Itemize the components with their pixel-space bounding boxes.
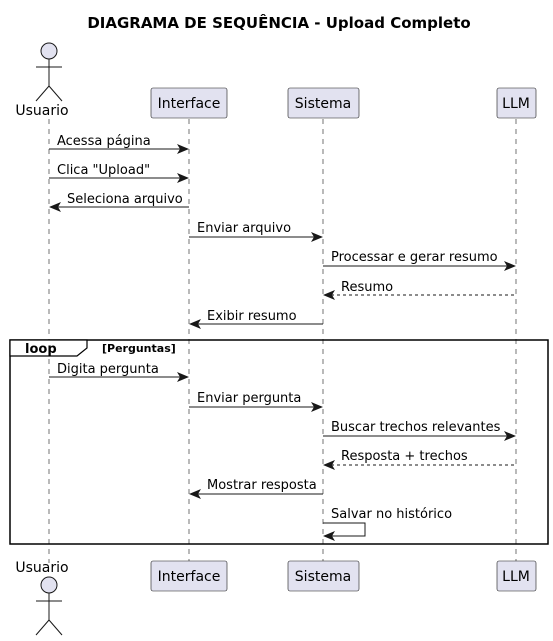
arrowhead-right-icon — [177, 144, 189, 154]
arrowhead-right-icon — [311, 402, 323, 412]
message-label: Resumo — [341, 280, 393, 295]
loop-fragment: loop [Perguntas] — [9, 339, 549, 545]
participant-box — [150, 87, 228, 119]
message: Acessa página — [49, 134, 189, 154]
message: Enviar arquivo — [189, 221, 323, 242]
arrowhead-left-icon — [189, 319, 201, 329]
arrowhead-left-icon — [49, 202, 61, 212]
loop-frame — [9, 339, 549, 545]
participant-llm-top: LLM — [496, 87, 537, 119]
arrowhead-right-icon — [177, 372, 189, 382]
actor-label-usuario: Usuario — [15, 560, 68, 576]
message-label: Exibir resumo — [207, 309, 297, 324]
message-label: Processar e gerar resumo — [331, 250, 498, 265]
message-label: Digita pergunta — [57, 362, 159, 377]
arrowhead-right-icon — [504, 261, 516, 271]
arrowhead-right-icon — [177, 173, 189, 183]
arrowhead-right-icon — [311, 232, 323, 242]
self-message: Salvar no histórico — [323, 507, 452, 541]
actor-label-usuario: Usuario — [15, 103, 68, 119]
arrowhead-left-icon — [189, 489, 201, 499]
participant-label-interface: Interface — [158, 569, 221, 585]
arrowhead-left-icon — [323, 290, 335, 300]
participant-box — [496, 87, 537, 119]
participant-interface-bottom: Interface — [150, 560, 228, 592]
message-arrow-line — [323, 522, 366, 537]
participant-box — [287, 560, 360, 592]
message-label: Salvar no histórico — [331, 507, 452, 522]
actor-leg-right — [48, 619, 63, 636]
actor-usuario-top: Usuario — [15, 42, 69, 119]
message: Resumo — [323, 280, 516, 300]
message-label: Enviar pergunta — [197, 391, 301, 406]
participant-label-sistema: Sistema — [295, 96, 351, 112]
participant-box — [496, 560, 537, 592]
message: Processar e gerar resumo — [323, 250, 516, 271]
message: Exibir resumo — [189, 309, 323, 329]
message-label: Enviar arquivo — [197, 221, 291, 236]
participant-label-llm: LLM — [502, 569, 530, 585]
message-label: Buscar trechos relevantes — [331, 420, 501, 435]
participant-box — [150, 560, 228, 592]
arrowhead-left-icon — [323, 460, 335, 470]
arrowhead-left-icon — [323, 531, 335, 541]
message: Enviar pergunta — [189, 391, 323, 412]
message: Digita pergunta — [49, 362, 189, 382]
participant-sistema-top: Sistema — [287, 87, 360, 119]
actor-leg-left — [35, 85, 50, 102]
actor-usuario-bottom: Usuario — [15, 560, 69, 636]
loop-keyword: loop — [25, 342, 57, 357]
participant-label-interface: Interface — [158, 96, 221, 112]
message: Clica "Upload" — [49, 163, 189, 183]
message: Seleciona arquivo — [49, 192, 189, 212]
actor-leg-right — [48, 85, 63, 102]
arrowhead-right-icon — [504, 431, 516, 441]
actor-head-icon — [40, 576, 58, 594]
loop-guard: [Perguntas] — [102, 342, 176, 355]
participant-box — [287, 87, 360, 119]
message: Resposta + trechos — [323, 449, 516, 470]
loop-label-tab — [9, 339, 88, 357]
message-label: Clica "Upload" — [57, 163, 150, 178]
participant-interface-top: Interface — [150, 87, 228, 119]
message-label: Seleciona arquivo — [67, 192, 183, 207]
message: Buscar trechos relevantes — [323, 420, 516, 441]
actor-head-icon — [40, 42, 58, 60]
actor-leg-left — [35, 619, 50, 636]
message-label: Mostrar resposta — [207, 478, 317, 493]
message-label: Resposta + trechos — [341, 449, 468, 464]
message: Mostrar resposta — [189, 478, 323, 499]
participant-label-llm: LLM — [502, 96, 530, 112]
message-label: Acessa página — [57, 134, 151, 149]
participant-sistema-bottom: Sistema — [287, 560, 360, 592]
participant-llm-bottom: LLM — [496, 560, 537, 592]
diagram-title: DIAGRAMA DE SEQUÊNCIA - Upload Completo — [87, 13, 470, 32]
participant-label-sistema: Sistema — [295, 569, 351, 585]
